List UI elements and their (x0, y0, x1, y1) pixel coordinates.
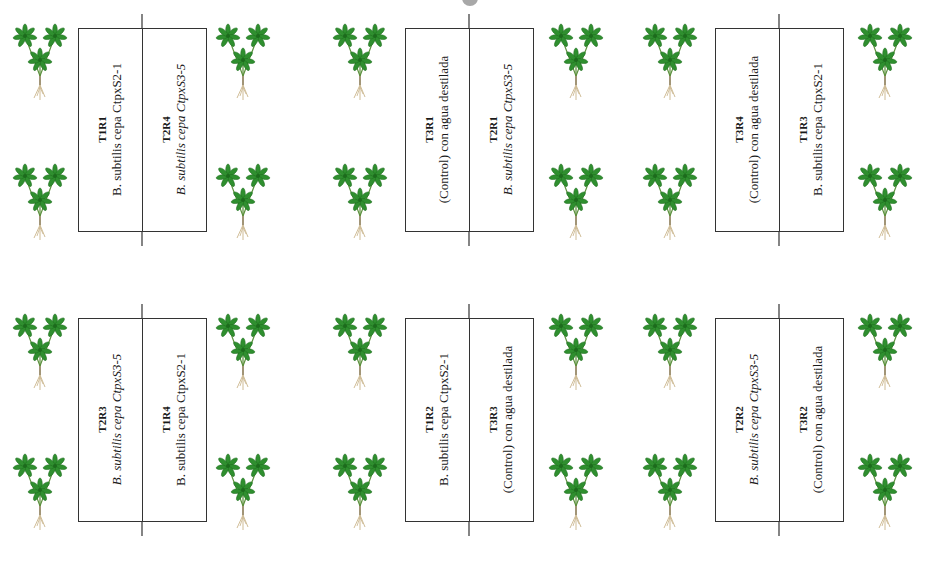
treatment-code: T2R2 (732, 407, 746, 433)
rotated-label: T3R4(Control) con agua destilada (717, 34, 778, 226)
treatment-code: T1R1 (95, 117, 109, 143)
treatment-description: B. subtilis cepa CtpxS2-1 (173, 353, 189, 486)
treatment-description: B. subtilis cepa CtpxS3-5 (500, 64, 516, 195)
treatment-code: T2R3 (95, 407, 109, 433)
rotated-label: T3R1(Control) con agua destilada (407, 34, 468, 226)
rotated-label: T1R2B. subtilis cepa CtpxS2-1 (407, 324, 468, 516)
treatment-code: T1R4 (159, 407, 173, 433)
treatment-description: (Control) con agua destilada (436, 56, 452, 204)
rotated-label: T1R4B. subtilis cepa CtpxS2-1 (144, 324, 205, 516)
treatment-plot: T3R1(Control) con agua destilada (405, 28, 470, 232)
treatment-description: B. subtilis cepa CtpxS2-1 (109, 63, 125, 196)
rotated-label: T2R4B. subtilis cepa CtpxS3-5 (144, 34, 205, 226)
rotated-label: T1R3B. subtilis cepa CtpxS2-1 (781, 34, 842, 226)
rotated-label: T3R2(Control) con agua destilada (781, 324, 842, 516)
treatment-plot: T1R3B. subtilis cepa CtpxS2-1 (779, 28, 844, 232)
treatment-plot: T3R4(Control) con agua destilada (715, 28, 780, 232)
treatment-description: (Control) con agua destilada (746, 56, 762, 204)
treatment-description: B. subtilis cepa CtpxS2-1 (810, 63, 826, 196)
treatment-plot: T1R2B. subtilis cepa CtpxS2-1 (405, 318, 470, 522)
rotated-label: T2R1B. subtilis cepa CtpxS3-5 (471, 34, 532, 226)
treatment-description: B. subtilis cepa CtpxS3-5 (109, 354, 125, 485)
rotated-label: T2R3B. subtilis cepa CtpxS3-5 (80, 324, 141, 516)
treatment-code: T3R1 (422, 117, 436, 143)
rotated-label: T3R3(Control) con agua destilada (471, 324, 532, 516)
treatment-description: B. subtilis cepa CtpxS3-5 (173, 64, 189, 195)
rotated-label: T2R2B. subtilis cepa CtpxS3-5 (717, 324, 778, 516)
treatment-code: T3R4 (732, 117, 746, 143)
treatment-plot: T2R3B. subtilis cepa CtpxS3-5 (78, 318, 143, 522)
treatment-code: T2R4 (159, 117, 173, 143)
rotated-label: T1R1B. subtilis cepa CtpxS2-1 (80, 34, 141, 226)
treatment-code: T1R3 (796, 117, 810, 143)
treatment-description: (Control) con agua destilada (500, 346, 516, 494)
treatment-code: T1R2 (422, 407, 436, 433)
treatment-code: T3R2 (796, 407, 810, 433)
treatment-plot: T3R2(Control) con agua destilada (779, 318, 844, 522)
treatment-plot: T2R4B. subtilis cepa CtpxS3-5 (142, 28, 207, 232)
treatment-code: T3R3 (486, 407, 500, 433)
treatment-code: T2R1 (486, 117, 500, 143)
treatment-description: B. subtilis cepa CtpxS2-1 (436, 353, 452, 486)
treatment-description: B. subtilis cepa CtpxS3-5 (746, 354, 762, 485)
treatment-plot: T1R4B. subtilis cepa CtpxS2-1 (142, 318, 207, 522)
treatment-description: (Control) con agua destilada (810, 346, 826, 494)
treatment-plot: T2R2B. subtilis cepa CtpxS3-5 (715, 318, 780, 522)
treatment-plot: T3R3(Control) con agua destilada (469, 318, 534, 522)
treatment-plot: T2R1B. subtilis cepa CtpxS3-5 (469, 28, 534, 232)
treatment-plot: T1R1B. subtilis cepa CtpxS2-1 (78, 28, 143, 232)
